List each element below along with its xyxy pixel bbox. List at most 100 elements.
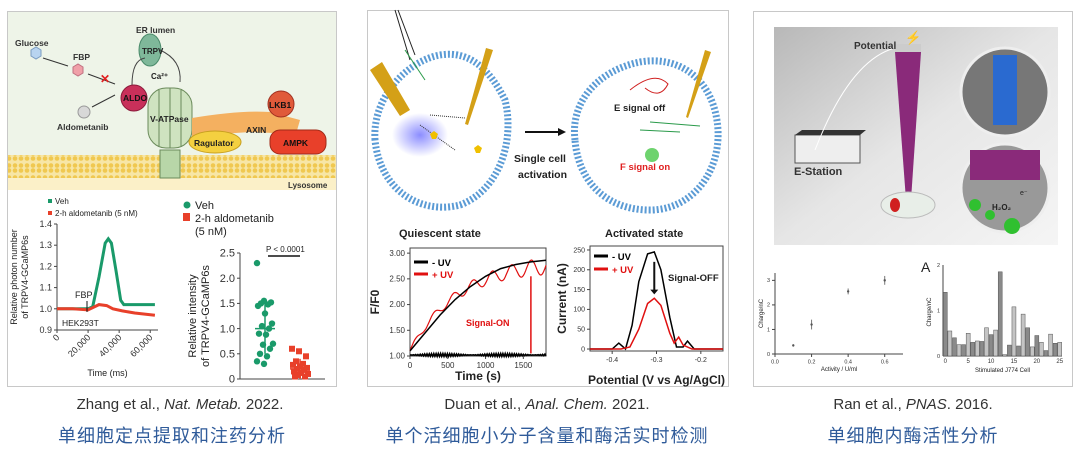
y-axis-label: Relative photon numberof TRPV4-GCaMP6s xyxy=(9,229,30,325)
bar xyxy=(1052,343,1058,357)
y-tick-label: 100 xyxy=(573,307,585,314)
caption-authors: Duan et al., xyxy=(444,396,526,413)
y-tick-label: 1 xyxy=(767,327,770,333)
bar xyxy=(956,344,962,357)
data-point xyxy=(883,279,886,282)
y-tick-label: 2.50 xyxy=(389,275,405,284)
data-point xyxy=(296,348,302,355)
inhibit-mark: ✕ xyxy=(100,72,110,86)
bar xyxy=(1011,306,1017,357)
data-point xyxy=(255,330,263,337)
x-tick-label: -0.4 xyxy=(606,357,618,364)
series-line-1 xyxy=(590,297,723,350)
nanoelectrode-tip xyxy=(465,48,493,125)
pipette xyxy=(895,52,921,200)
axin-protein xyxy=(192,111,300,136)
y-tick-label: 1.1 xyxy=(39,283,52,293)
legend-marker xyxy=(48,199,52,203)
label-trpv: TRPV xyxy=(142,47,164,56)
data-point xyxy=(810,323,813,326)
y-tick-label: 1.00 xyxy=(389,352,405,361)
label-potential: Potential xyxy=(854,41,896,52)
bar xyxy=(1030,346,1035,357)
bar xyxy=(993,329,998,357)
lightning-icon: ⚡ xyxy=(905,30,921,46)
electrode-left xyxy=(370,62,410,116)
legend-marker xyxy=(183,201,191,209)
x-tick-label: 5 xyxy=(967,359,971,365)
caption-ref-ran: Ran et al., PNAS. 2016. xyxy=(733,396,1080,413)
x-tick-label: 20 xyxy=(1033,359,1040,365)
x-tick-label: 500 xyxy=(441,361,455,370)
bar xyxy=(1043,350,1049,357)
bar xyxy=(1025,327,1030,357)
caption-authors: Zhang et al., xyxy=(76,396,165,413)
bar xyxy=(1057,342,1062,357)
label-axin: AXIN xyxy=(246,125,266,135)
series-line-1 xyxy=(57,303,156,317)
y-tick-label: 1.5 xyxy=(220,298,235,310)
data-point xyxy=(266,345,274,352)
legend-label: 2-h aldometanib (5 nM) xyxy=(55,209,138,218)
bar xyxy=(947,330,953,357)
x-tick-label: -0.2 xyxy=(695,357,707,364)
x-axis-label: Stimulated J774 Cell xyxy=(975,368,1030,374)
series-line-0 xyxy=(590,250,723,351)
y-tick-label: 1.0 xyxy=(220,323,235,335)
y-axis-label-line: of TRPV4-GCaMP6s xyxy=(20,235,30,319)
x-tick-label: 1500 xyxy=(514,361,532,370)
y-tick-label: 1.50 xyxy=(389,326,405,335)
label-ca: Ca²⁺ xyxy=(151,72,168,81)
data-point xyxy=(260,360,268,368)
x-tick-label: 1000 xyxy=(477,361,495,370)
caption-ref-duan: Duan et al., Anal. Chem. 2021. xyxy=(367,396,727,413)
label-single-cell: Single cell xyxy=(514,153,566,165)
caption-journal: Nat. Metab. xyxy=(164,396,242,413)
caption-year: . 2016. xyxy=(946,396,993,413)
x-tick-label: 0 xyxy=(51,332,62,343)
caption-title-duan: 单个活细胞小分子含量和酶活实时检测 xyxy=(385,426,709,447)
y-tick-label: 2.00 xyxy=(389,300,405,309)
y-axis-label: Relative intensityof TRPV4-GCaMP6s xyxy=(187,265,212,367)
y-tick-label: 0 xyxy=(937,354,940,360)
panel-zhang: ✕ Glucose FBP ER lumen TRPV Ca²⁺ ALDO Al… xyxy=(7,11,337,387)
data-point xyxy=(293,358,299,365)
y-tick-label: 2 xyxy=(937,263,940,269)
lkb1-protein xyxy=(267,90,295,118)
label-ragulator: Ragulator xyxy=(194,138,234,148)
vatpase-complex xyxy=(147,87,193,179)
legend-label: Veh xyxy=(55,197,69,206)
x-tick-label: 0.6 xyxy=(881,360,889,366)
y-tick-label: 0 xyxy=(767,352,770,358)
y-tick-label: 0 xyxy=(581,346,585,353)
x-tick-label: -0.3 xyxy=(650,357,662,364)
aldometanib-icon xyxy=(77,105,91,119)
y-tick-label: 50 xyxy=(577,327,585,334)
x-axis-label: Activity / U/ml xyxy=(821,367,857,373)
y-tick-label: 2.0 xyxy=(220,273,235,285)
data-point xyxy=(263,353,271,360)
data-point xyxy=(292,373,298,380)
label-aldo: ALDO xyxy=(123,93,147,103)
caption-title-ran: 单细胞内酶活性分析 xyxy=(827,426,999,447)
y-axis-label-line: Relative intensity xyxy=(187,274,199,358)
data-point xyxy=(289,345,295,352)
data-point xyxy=(290,361,296,368)
ampk-protein xyxy=(269,129,327,155)
x-axis-label: Potential (V vs Ag/AgCl) xyxy=(588,373,725,387)
label-lysosome: Lysosome xyxy=(288,181,328,190)
label-activated-state: Activated state xyxy=(605,228,683,240)
x-tick-label: 25 xyxy=(1056,359,1063,365)
e-station-box xyxy=(794,134,861,164)
caption-journal: PNAS xyxy=(905,396,947,413)
label-quiescent-state: Quiescent state xyxy=(399,228,481,240)
bar xyxy=(984,327,989,357)
data-point xyxy=(291,368,297,375)
legend-label-cont: (5 nM) xyxy=(195,226,227,238)
bar xyxy=(1048,333,1053,357)
y-tick-label: 2.5 xyxy=(220,248,235,260)
y-axis-label: Current (nA) xyxy=(555,263,569,334)
panel-letter: A xyxy=(921,259,931,275)
